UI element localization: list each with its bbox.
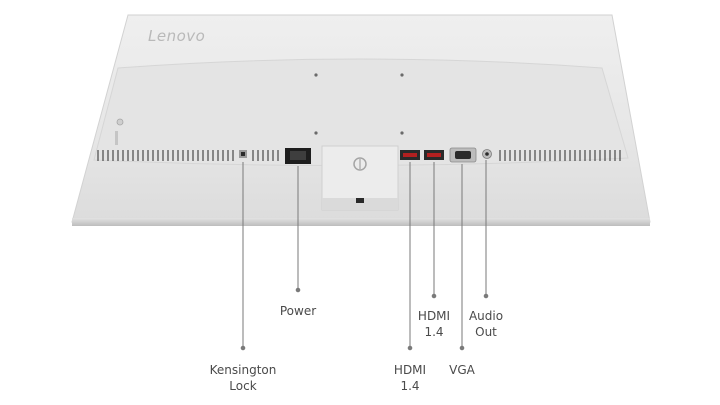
hdmi-port-1 — [400, 150, 420, 160]
label-hdmi-top-line1: HDMI — [417, 309, 451, 323]
label-kensington-lock: Kensington Lock — [210, 362, 277, 394]
vent-grille-right — [499, 150, 621, 161]
label-kensington-line2: Lock — [229, 379, 257, 393]
label-vga-line1: VGA — [449, 363, 475, 377]
label-audio-line1: Audio — [468, 309, 504, 323]
audio-out-jack — [482, 149, 492, 159]
label-power: Power — [280, 303, 316, 319]
power-port — [285, 148, 311, 164]
vga-port — [449, 147, 477, 163]
label-hdmi-top: HDMI 1.4 — [418, 308, 450, 340]
label-power-line1: Power — [279, 304, 317, 318]
label-audio-line2: Out — [475, 325, 497, 339]
label-audio-out: Audio Out — [469, 308, 503, 340]
kensington-lock-slot — [239, 150, 247, 158]
side-control-buttons — [115, 118, 124, 145]
vesa-mount-holes — [314, 73, 404, 135]
vent-grille-left — [97, 150, 279, 161]
label-hdmi-top-line2: 1.4 — [424, 325, 444, 339]
label-hdmi-bottom-line2: 1.4 — [400, 379, 420, 393]
lenovo-logo: Lenovo — [148, 27, 205, 45]
label-kensington-line1: Kensington — [209, 363, 277, 377]
label-hdmi-bottom-line1: HDMI — [393, 363, 427, 377]
hdmi-port-2 — [424, 150, 444, 160]
leader-lines — [240, 160, 489, 351]
stand-neck — [321, 145, 399, 211]
monitor-back-panel — [71, 14, 651, 226]
label-vga: VGA — [449, 362, 475, 378]
label-hdmi-bottom: HDMI 1.4 — [394, 362, 426, 394]
